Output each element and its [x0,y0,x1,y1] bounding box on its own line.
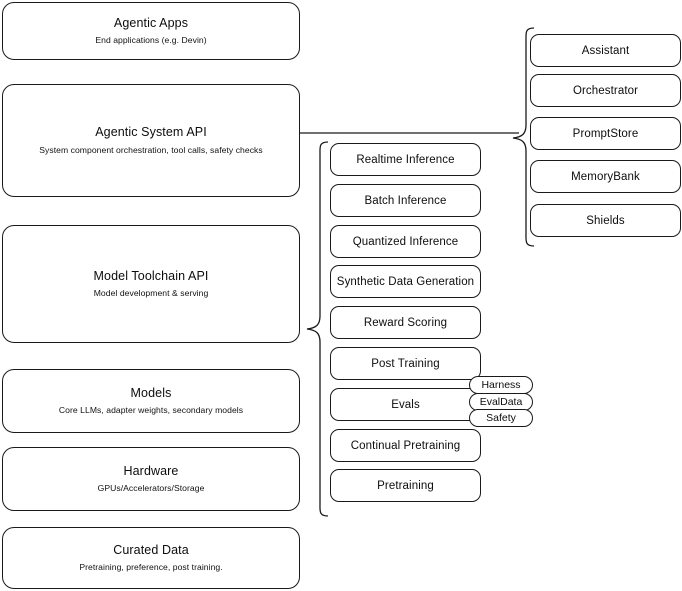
chip-label: Shields [586,214,625,227]
toolchain-component-continual-pretraining[interactable]: Continual Pretraining [330,429,481,462]
system-component-assistant[interactable]: Assistant [530,34,681,67]
chip-label: Batch Inference [364,194,447,207]
stack-layer-model-toolchain-api[interactable]: Model Toolchain API Model development & … [2,225,300,343]
stack-layer-models[interactable]: Models Core LLMs, adapter weights, secon… [2,369,300,433]
chip-label: MemoryBank [571,170,640,183]
pill-label: EvalData [479,396,523,408]
chip-label: Synthetic Data Generation [336,275,475,288]
stack-layer-subtitle: End applications (e.g. Devin) [95,35,207,46]
brace-toolchain-components [306,141,329,517]
stack-layer-hardware[interactable]: Hardware GPUs/Accelerators/Storage [2,447,300,511]
toolchain-component-reward-scoring[interactable]: Reward Scoring [330,306,481,339]
stack-layer-subtitle: Core LLMs, adapter weights, secondary mo… [58,405,244,416]
stack-layer-subtitle: Model development & serving [93,288,209,299]
stack-layer-title: Hardware [123,463,179,478]
stack-layer-title: Agentic System API [95,125,207,140]
stack-layer-title: Model Toolchain API [93,268,209,283]
stack-layer-title: Models [130,385,172,400]
stack-layer-subtitle: GPUs/Accelerators/Storage [97,483,205,494]
stack-layer-agentic-system-api[interactable]: Agentic System API System component orch… [2,84,300,197]
system-component-promptstore[interactable]: PromptStore [530,117,681,150]
chip-label: Evals [391,398,420,411]
stack-layer-title: Agentic Apps [113,15,189,30]
chip-label: Orchestrator [572,84,639,97]
stack-layer-subtitle: System component orchestration, tool cal… [39,144,263,155]
toolchain-component-pretraining[interactable]: Pretraining [330,469,481,502]
pill-label: Safety [486,412,516,424]
system-component-orchestrator[interactable]: Orchestrator [530,74,681,107]
chip-label: Pretraining [377,479,434,492]
system-component-memorybank[interactable]: MemoryBank [530,160,681,193]
stack-layer-curated-data[interactable]: Curated Data Pretraining, preference, po… [2,527,300,589]
system-component-shields[interactable]: Shields [530,204,681,237]
toolchain-component-realtime-inference[interactable]: Realtime Inference [330,143,481,176]
toolchain-component-batch-inference[interactable]: Batch Inference [330,184,481,217]
toolchain-component-post-training[interactable]: Post Training [330,347,481,380]
stack-layer-subtitle: Pretraining, preference, post training. [79,562,223,573]
toolchain-component-evals[interactable]: Evals [330,388,481,421]
chip-label: Reward Scoring [363,316,448,329]
evals-subcomponent-harness[interactable]: Harness [469,376,533,394]
stack-layer-title: Curated Data [113,542,189,557]
pill-label: Harness [481,379,521,391]
chip-label: Continual Pretraining [350,439,461,452]
chip-label: Realtime Inference [356,153,455,166]
chip-label: Quantized Inference [352,235,459,248]
chip-label: Post Training [371,357,440,370]
toolchain-component-synthetic-data-generation[interactable]: Synthetic Data Generation [330,265,481,298]
stack-layer-agentic-apps[interactable]: Agentic Apps End applications (e.g. Devi… [2,2,300,60]
evals-subcomponent-safety[interactable]: Safety [469,409,533,427]
chip-label: PromptStore [572,127,639,140]
toolchain-component-quantized-inference[interactable]: Quantized Inference [330,225,481,258]
chip-label: Assistant [581,44,630,57]
